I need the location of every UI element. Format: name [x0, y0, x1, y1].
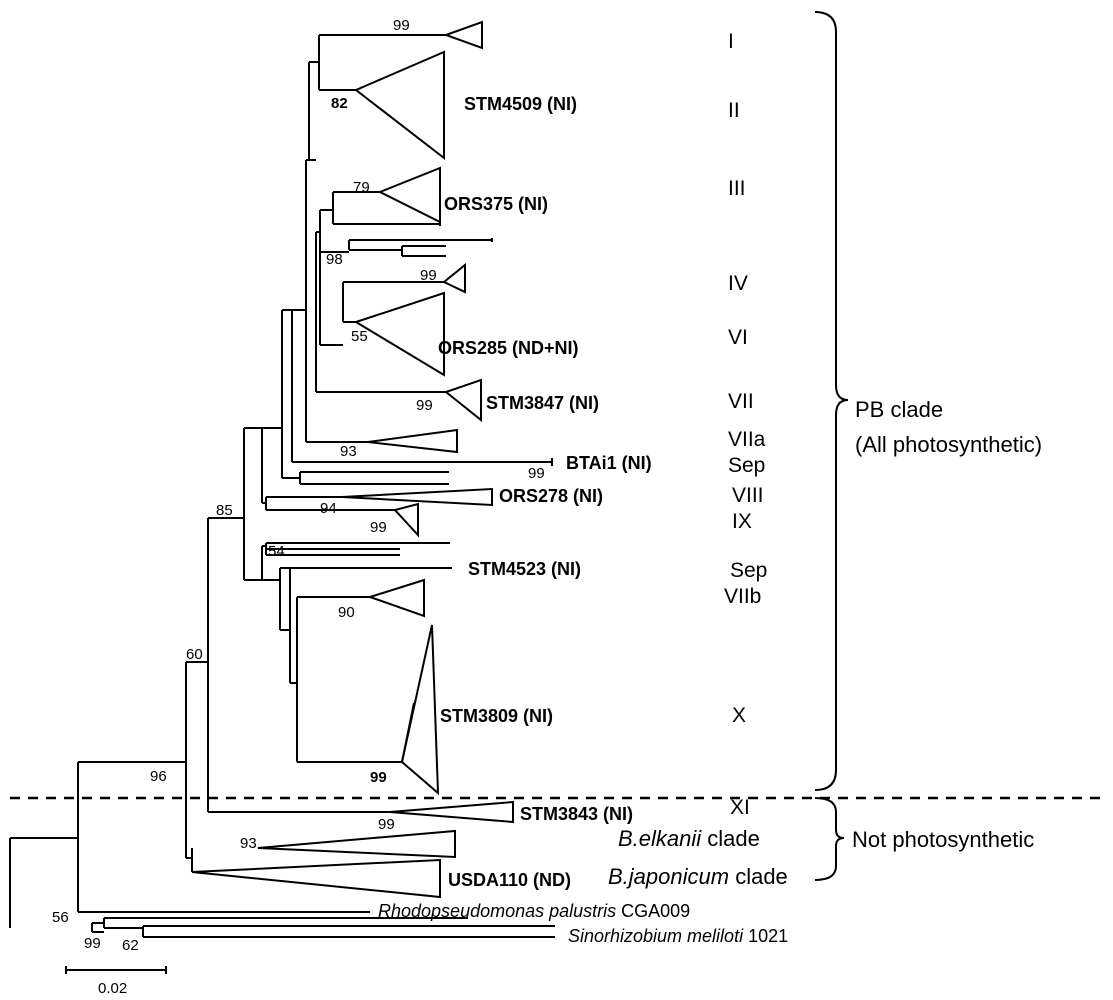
bootstrap-value: 55	[351, 328, 368, 345]
group-label: IX	[732, 510, 752, 533]
clade-triangle-X	[400, 624, 440, 796]
group-label: X	[732, 704, 746, 727]
bootstrap-value: 93	[340, 443, 357, 460]
clade-triangle-VI	[353, 291, 445, 377]
bootstrap-value: 93	[240, 835, 257, 852]
bootstrap-value: 99	[416, 397, 433, 414]
group-label: IV	[728, 272, 748, 295]
group-label: II	[728, 99, 740, 122]
clade-triangle-VIIb	[366, 578, 425, 618]
clade-triangle-elkanii	[257, 829, 456, 859]
clade-triangle-IX	[393, 502, 419, 538]
strain-label: STM4523 (NI)	[468, 559, 581, 579]
bootstrap-value: 94	[320, 500, 337, 517]
group-label: VII	[728, 390, 754, 413]
clade-triangle-III	[377, 166, 441, 224]
group-label: VIIb	[724, 585, 761, 608]
bootstrap-value: 99	[370, 519, 387, 536]
strain-label: ORS285 (ND+NI)	[438, 338, 579, 358]
not-photosynthetic-label: Not photosynthetic	[852, 827, 1034, 852]
bootstrap-value: 79	[353, 179, 370, 196]
bootstrap-value: 99	[528, 465, 545, 482]
bootstrap-value: 85	[216, 502, 233, 519]
tree-branches	[9, 34, 555, 938]
clade-triangle-XI	[389, 800, 514, 824]
group-labels: I II III IV VI VII VIIa Sep VIII IX Sep …	[724, 30, 767, 819]
bootstrap-value: 98	[326, 251, 343, 268]
group-label: VIIa	[728, 428, 766, 451]
group-label: VI	[728, 326, 748, 349]
scale-bar: 0.02	[65, 966, 167, 997]
taxon-label-japonicum: B.japonicum clade	[608, 864, 788, 889]
bootstrap-value: 99	[420, 267, 437, 284]
clade-triangle-VIIa	[367, 428, 458, 454]
strain-label: USDA110 (ND)	[448, 870, 571, 890]
clade-triangle-I	[443, 20, 483, 50]
taxon-label-rhodopseudomonas: Rhodopseudomonas palustris CGA009	[378, 901, 690, 921]
strain-label: STM4509 (NI)	[464, 94, 577, 114]
clade-brackets	[814, 11, 849, 881]
bootstrap-value: 99	[370, 769, 387, 786]
bootstrap-value: 99	[84, 935, 101, 952]
group-label: XI	[730, 796, 750, 819]
strain-label: STM3847 (NI)	[486, 393, 599, 413]
group-label: I	[728, 30, 734, 53]
strain-label: BTAi1 (NI)	[566, 453, 652, 473]
clade-triangle-IV	[442, 262, 466, 294]
pb-clade-label: PB clade	[855, 397, 943, 422]
group-label: VIII	[732, 484, 764, 507]
clade-triangle-VII	[443, 378, 482, 423]
clade-triangle-VIII	[341, 487, 493, 507]
bootstrap-value: 99	[393, 17, 410, 34]
group-label: III	[728, 177, 746, 200]
bootstrap-value: 54	[268, 543, 285, 560]
bootstrap-value: 62	[122, 937, 139, 954]
group-label: Sep	[728, 454, 765, 477]
strain-label: STM3843 (NI)	[520, 804, 633, 824]
group-label: Sep	[730, 559, 767, 582]
scale-bar-label: 0.02	[98, 980, 127, 997]
taxon-label-sinorhizobium: Sinorhizobium meliloti 1021	[568, 926, 788, 946]
strain-label: ORS278 (NI)	[499, 486, 603, 506]
strain-label: ORS375 (NI)	[444, 194, 548, 214]
bootstrap-value: 56	[52, 909, 69, 926]
bootstrap-value: 82	[331, 95, 348, 112]
bootstrap-value: 60	[186, 646, 203, 663]
bootstrap-value: 96	[150, 768, 167, 785]
taxon-labels: B.elkanii clade B.japonicum clade Rhodop…	[378, 826, 788, 946]
pb-clade-bracket	[814, 11, 849, 791]
bootstrap-value: 90	[338, 604, 355, 621]
taxon-label-elkanii: B.elkanii clade	[618, 826, 760, 851]
strain-labels: STM4509 (NI) ORS375 (NI) ORS285 (ND+NI) …	[438, 94, 652, 890]
strain-label: STM3809 (NI)	[440, 706, 553, 726]
pb-clade-sublabel: (All photosynthetic)	[855, 432, 1042, 457]
bootstrap-values: 99 82 79 98 99 55 99 93 99 94 99 85 54 9…	[52, 17, 545, 954]
clade-triangle-II	[354, 50, 445, 161]
collapsed-clades	[191, 20, 514, 899]
bootstrap-value: 99	[378, 816, 395, 833]
clade-triangle-japonicum	[191, 858, 441, 899]
not-photosynthetic-bracket	[814, 797, 845, 881]
